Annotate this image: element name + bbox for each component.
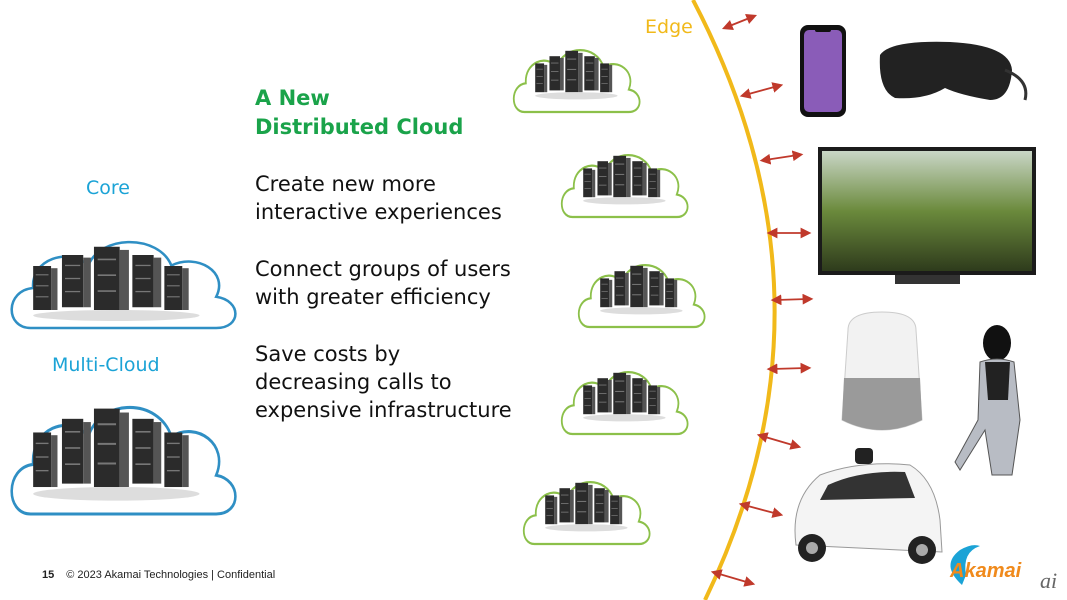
vr-headset-image xyxy=(879,41,1028,101)
bullet-costs: Save costs by decreasing calls to expens… xyxy=(255,340,512,424)
title-line-1: A New xyxy=(255,86,330,110)
bullet-line: expensive infrastructure xyxy=(255,398,512,422)
edge-cloud xyxy=(512,48,641,114)
bullet-interactive: Create new more interactive experiences xyxy=(255,170,502,226)
akamai-logo-icon xyxy=(950,545,980,585)
smartphone-image xyxy=(800,25,846,117)
smart-speaker-image xyxy=(841,311,923,431)
multicloud-label: Multi-Cloud xyxy=(52,354,160,376)
edge-cloud xyxy=(522,480,651,546)
footer: 15 © 2023 Akamai Technologies | Confident… xyxy=(42,569,275,581)
television-image xyxy=(818,147,1036,284)
bullet-line: with greater efficiency xyxy=(255,285,491,309)
edge-cloud xyxy=(560,370,689,436)
bullet-line: decreasing calls to xyxy=(255,370,452,394)
slide-title: A New Distributed Cloud xyxy=(255,84,463,142)
humanoid-robot-image xyxy=(954,325,1021,476)
title-line-2: Distributed Cloud xyxy=(255,115,464,139)
watermark: ai xyxy=(1040,568,1058,593)
page-number: 15 xyxy=(42,569,55,581)
bullet-line: Connect groups of users xyxy=(255,257,511,281)
multi-cloud xyxy=(10,405,237,516)
edge-cloud xyxy=(577,263,706,329)
edge-label: Edge xyxy=(645,16,693,38)
connection-arrows xyxy=(710,13,814,587)
core-label: Core xyxy=(86,177,130,199)
akamai-logo: Akamai xyxy=(950,560,1022,582)
copyright: © 2023 Akamai Technologies | Confidentia… xyxy=(66,569,276,581)
bullet-efficiency: Connect groups of users with greater eff… xyxy=(255,255,511,311)
bullet-line: interactive experiences xyxy=(255,200,502,224)
bullet-line: Create new more xyxy=(255,172,436,196)
bullet-line: Save costs by xyxy=(255,342,401,366)
edge-cloud xyxy=(560,153,689,219)
core-cloud xyxy=(10,240,237,330)
self-driving-car-image xyxy=(794,448,943,564)
